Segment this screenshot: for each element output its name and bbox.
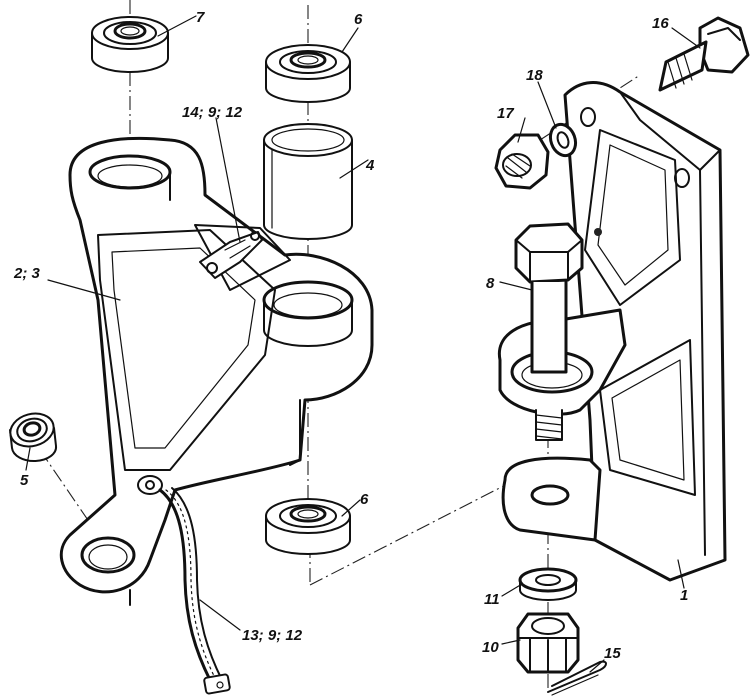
label-16: 16 [652,15,669,32]
label-8: 8 [486,275,495,292]
bolt-16 [658,16,750,92]
bolt-8 [514,222,584,441]
part-labels: 7 6 4 14; 9; 12 2; 3 5 6 13; 9; 12 8 16 … [13,9,688,662]
label-10: 10 [482,639,499,656]
label-7: 7 [196,9,205,26]
bearing-6-bottom [265,498,351,555]
label-17: 17 [497,105,514,122]
label-14-9-12: 14; 9; 12 [182,104,243,121]
label-6-bottom: 6 [360,491,369,508]
mounting-bracket-1 [497,81,727,582]
label-1: 1 [680,587,688,604]
washer-11 [518,567,578,601]
sleeve-4 [263,123,353,240]
cotter-pin-15 [547,660,607,696]
label-4: 4 [365,157,375,174]
bearing-6-top [265,44,351,103]
bearing-5 [9,412,58,462]
label-2-3: 2; 3 [13,265,41,282]
strap-14-9-12 [199,231,263,279]
bearing-7 [91,16,169,73]
label-13-9-12: 13; 9; 12 [242,627,303,644]
label-6-top: 6 [354,11,363,28]
label-5: 5 [20,472,29,489]
nut-17 [494,133,550,190]
label-11: 11 [484,591,500,608]
strap-13-9-12 [137,475,231,695]
label-18: 18 [526,67,543,84]
castle-nut-10 [516,612,580,674]
washer-18 [548,122,578,158]
bracket-2-3 [59,136,374,606]
label-15: 15 [604,645,621,662]
leader-lines [25,15,701,673]
